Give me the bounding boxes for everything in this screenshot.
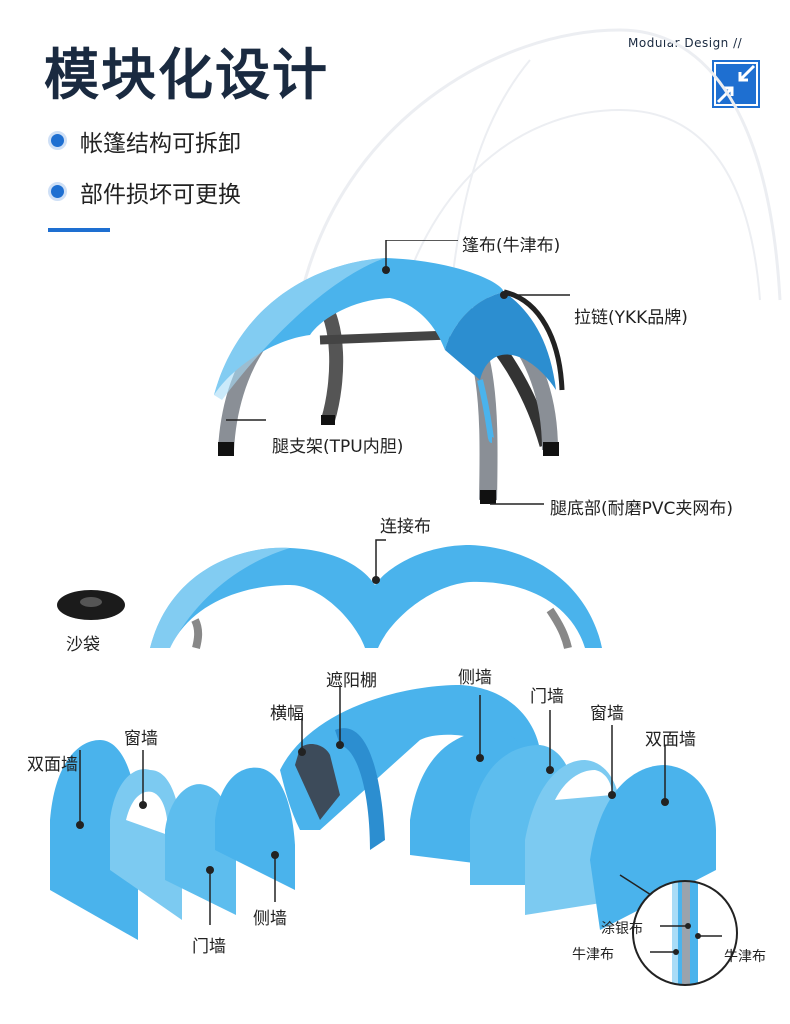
- label-door-wall-top: 门墙: [530, 687, 564, 707]
- label-leg: 腿支架(TPU内胆): [272, 437, 404, 457]
- bullet-dot-icon: [48, 182, 67, 201]
- label-canopy: 篷布(牛津布): [462, 236, 561, 256]
- page-title: 模块化设计: [44, 43, 330, 107]
- label-oxford-fabric-right: 牛津布: [724, 949, 766, 965]
- background-tent-outline: [298, 28, 782, 301]
- bullet-dot-icon: [48, 131, 67, 150]
- label-window-wall-right: 窗墙: [590, 704, 624, 724]
- label-double-wall-right: 双面墙: [645, 730, 696, 750]
- feature-item: 帐篷结构可拆卸: [80, 131, 241, 157]
- wall-panels-illustration: [50, 685, 716, 940]
- label-banner: 横幅: [270, 704, 304, 724]
- feature-item: 部件损坏可更换: [80, 182, 241, 208]
- label-awning: 遮阳棚: [326, 671, 377, 691]
- sandbag-icon: [57, 590, 125, 620]
- label-oxford-fabric-left: 牛津布: [572, 947, 614, 963]
- label-foot: 腿底部(耐磨PVC夹网布): [550, 499, 734, 519]
- label-zipper: 拉链(YKK品牌): [574, 308, 688, 328]
- label-window-wall-left: 窗墙: [124, 729, 158, 749]
- fabric-detail-circle: [632, 880, 738, 986]
- label-door-wall-bottom: 门墙: [192, 937, 226, 957]
- label-side-wall-bottom: 侧墙: [253, 909, 287, 929]
- label-connector: 连接布: [380, 517, 431, 537]
- label-silver-coated-fabric: 涂银布: [601, 921, 643, 937]
- label-sandbag: 沙袋: [66, 635, 100, 655]
- accent-rule: [48, 228, 110, 232]
- label-side-wall-top: 侧墙: [458, 668, 492, 688]
- connected-tents-illustration: [150, 539, 602, 649]
- tent-illustration: [214, 240, 570, 505]
- label-double-wall-left: 双面墙: [27, 755, 78, 775]
- brand-tagline: Modular Design //: [628, 36, 743, 50]
